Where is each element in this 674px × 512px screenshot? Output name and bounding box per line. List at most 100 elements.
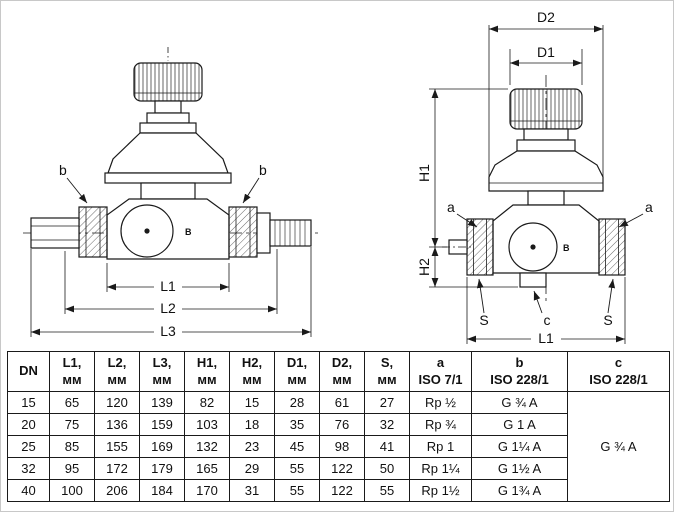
dim-label-D1: D1: [537, 44, 555, 60]
cell-b: G 1½ A: [471, 457, 568, 480]
cell-s: 41: [364, 435, 410, 458]
cell-l3: 139: [139, 391, 185, 414]
col-header-l3: L3,мм: [139, 351, 185, 392]
cell-b: G 1¼ A: [471, 435, 568, 458]
col-header-l1: L1,мм: [49, 351, 95, 392]
cell-a: Rp 1½: [409, 479, 472, 502]
label-S-right: S: [603, 312, 612, 328]
label-b-right-group: b: [242, 162, 267, 204]
table-row-dn40: 40 100 206 184 170 31 55 122 55 Rp 1½ G …: [7, 479, 670, 502]
cell-h2: 15: [229, 391, 275, 414]
header-line: мм: [332, 371, 352, 387]
dim-label-H1: H1: [416, 164, 432, 182]
col-header-d2: D2,мм: [319, 351, 365, 392]
cell-h2: 29: [229, 457, 275, 480]
cell-c-merged: G ¾ A: [567, 391, 670, 502]
header-line: L1,: [62, 355, 82, 371]
header-line: H1,: [196, 355, 218, 371]
handwheel-right: [509, 88, 583, 130]
cell-l1: 95: [49, 457, 95, 480]
cell-l2: 120: [94, 391, 140, 414]
cell-dn: 40: [7, 479, 50, 502]
thread-lines: [274, 220, 306, 246]
union-nut-right: [228, 206, 258, 258]
boss-center-dot-right: [530, 244, 536, 250]
header-line: ISO 228/1: [589, 371, 648, 387]
label-a-right-group: a: [618, 199, 653, 228]
bottom-port: [519, 272, 547, 288]
header-line: L3,: [152, 355, 172, 371]
left-view: B: [23, 47, 319, 339]
cell-h2: 23: [229, 435, 275, 458]
cell-a: Rp ½: [409, 391, 472, 414]
bonnet-flange: [104, 172, 232, 184]
diaphragm-housing: [488, 150, 604, 192]
cell-dn: 20: [7, 413, 50, 436]
right-view: B a a: [416, 9, 653, 346]
label-S-left-group: S: [476, 278, 489, 328]
cell-dn: 25: [7, 435, 50, 458]
dim-label-L2: L2: [160, 300, 176, 316]
col-header-h2: H2,мм: [229, 351, 275, 392]
header-line: мм: [152, 371, 172, 387]
header-line: b: [515, 355, 524, 371]
cell-d1: 55: [274, 479, 320, 502]
label-S-left: S: [479, 312, 488, 328]
adjuster-collar-right-lower: [516, 139, 576, 152]
dim-D1: D1: [509, 44, 583, 85]
cell-l3: 159: [139, 413, 185, 436]
cell-d2: 76: [319, 413, 365, 436]
cell-b: G ¾ A: [471, 391, 568, 414]
header-row: DN L1,мм L2,мм L3,мм H1,мм H2,мм D1,мм D…: [7, 351, 670, 392]
cell-h1: 82: [184, 391, 230, 414]
header-line: мм: [287, 371, 307, 387]
dim-label-L3: L3: [160, 323, 176, 339]
label-b-left-group: b: [59, 162, 88, 204]
cell-d1: 45: [274, 435, 320, 458]
dim-H2: H2: [416, 247, 518, 288]
stem: [154, 100, 182, 114]
cell-d1: 55: [274, 457, 320, 480]
label-a-right: a: [645, 199, 653, 215]
header-line: DN: [19, 363, 38, 379]
dim-L1-right-view: L1: [466, 277, 626, 346]
header-line: S,: [380, 355, 394, 371]
spring-bonnet: [107, 132, 229, 174]
header-line: мм: [242, 371, 262, 387]
label-c-group: c: [533, 290, 551, 328]
label-S-right-group: S: [603, 278, 616, 328]
cell-l3: 184: [139, 479, 185, 502]
dim-label-L1: L1: [160, 278, 176, 294]
cell-l3: 179: [139, 457, 185, 480]
header-line: a: [436, 355, 445, 371]
dim-H1: H1: [416, 88, 508, 248]
cell-s: 50: [364, 457, 410, 480]
cell-l3: 169: [139, 435, 185, 458]
table-body: 15 65 120 139 82 15 28 61 27 Rp ½ G ¾ A …: [7, 391, 670, 502]
col-header-l2: L2,мм: [94, 351, 140, 392]
boss-center-dot: [144, 228, 150, 234]
body-mark: B: [185, 227, 192, 237]
col-header-d1: D1,мм: [274, 351, 320, 392]
header-line: c: [614, 355, 623, 371]
label-a-left-group: a: [447, 199, 478, 228]
union-nut-left: [78, 206, 108, 258]
dim-L1-left-view: L1: [106, 263, 230, 294]
cell-b: G 1¾ A: [471, 479, 568, 502]
col-header-dn: DN: [7, 351, 50, 392]
label-b-left: b: [59, 162, 67, 178]
adjuster-collar-lower: [139, 122, 197, 134]
dimension-table: DN L1,мм L2,мм L3,мм H1,мм H2,мм D1,мм D…: [7, 351, 670, 502]
cell-d2: 122: [319, 479, 365, 502]
cell-h1: 103: [184, 413, 230, 436]
col-header-h1: H1,мм: [184, 351, 230, 392]
tailpiece-hex: [256, 212, 271, 254]
hex-nut-right: [598, 218, 626, 276]
adjuster-collar: [146, 112, 190, 124]
threaded-end: [269, 219, 312, 247]
cell-b: G 1 A: [471, 413, 568, 436]
